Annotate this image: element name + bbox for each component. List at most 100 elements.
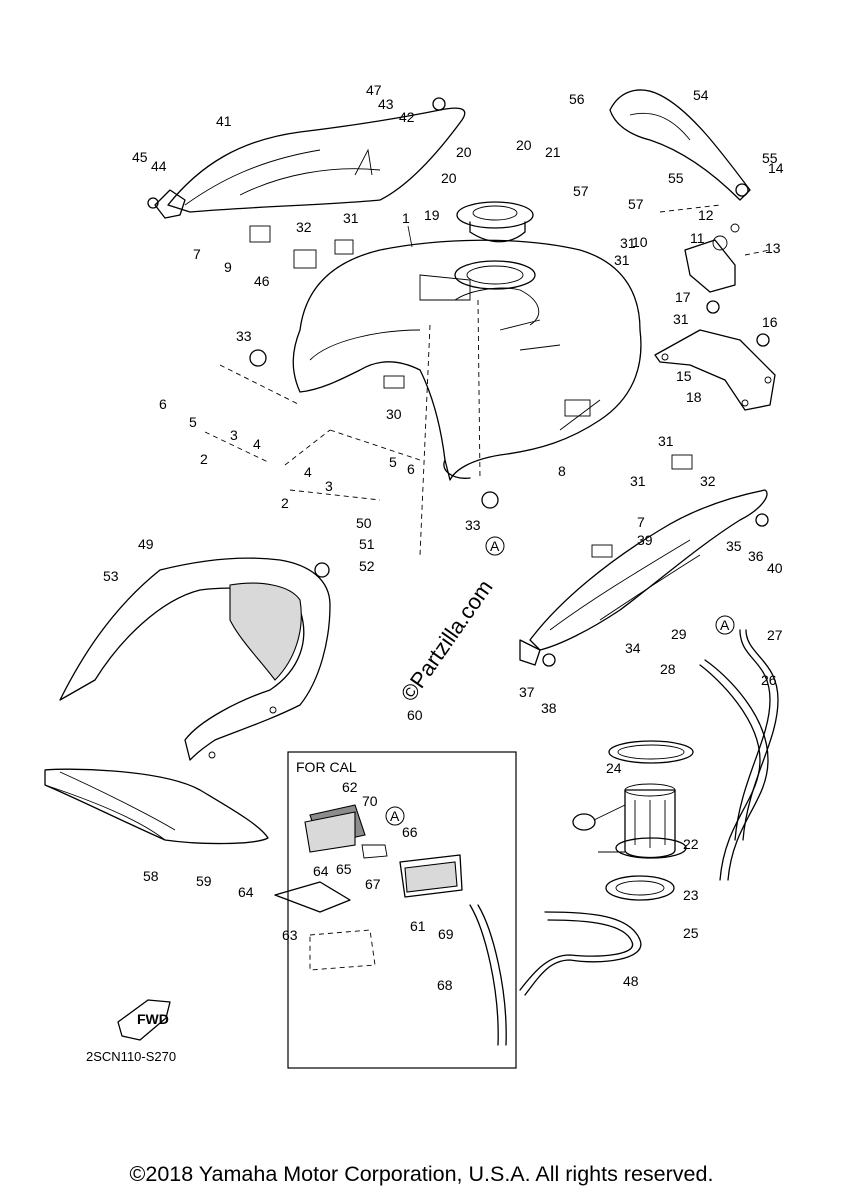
part-label-38: 38 bbox=[541, 700, 557, 716]
part-label-57a: 57 bbox=[573, 183, 589, 199]
fuel-hoses bbox=[469, 629, 779, 1046]
watermark: ©Partzilla.com bbox=[396, 575, 498, 706]
part-label-15: 15 bbox=[676, 368, 692, 384]
side-panel bbox=[44, 768, 269, 845]
right-tank-cover bbox=[519, 489, 768, 666]
fuel-cap bbox=[456, 201, 534, 243]
part-label-29: 29 bbox=[671, 626, 687, 642]
part-label-22: 22 bbox=[683, 836, 699, 852]
lock-assembly bbox=[684, 223, 740, 293]
part-label-62: 62 bbox=[342, 779, 358, 795]
tank-top-cover bbox=[609, 89, 751, 201]
part-label-48: 48 bbox=[623, 973, 639, 989]
part-label-31f: 31 bbox=[630, 473, 646, 489]
part-label-4a: 4 bbox=[253, 436, 261, 452]
diagram-code: 2SCN110-S270 bbox=[86, 1049, 176, 1064]
callout-a-markers: A A A bbox=[385, 536, 735, 826]
part-label-20c: 20 bbox=[441, 170, 457, 186]
part-label-58: 58 bbox=[143, 868, 159, 884]
part-label-55a: 55 bbox=[762, 150, 778, 166]
part-label-32b: 32 bbox=[700, 473, 716, 489]
part-label-63: 63 bbox=[282, 927, 298, 943]
part-label-34: 34 bbox=[625, 640, 641, 656]
part-label-36: 36 bbox=[748, 548, 764, 564]
part-label-20b: 20 bbox=[516, 137, 532, 153]
canister-parts bbox=[274, 751, 517, 1069]
part-label-31e: 31 bbox=[658, 433, 674, 449]
part-label-41: 41 bbox=[216, 113, 232, 129]
part-label-56: 56 bbox=[569, 91, 585, 107]
part-label-20a: 20 bbox=[456, 144, 472, 160]
for-cal-title: FOR CAL bbox=[296, 759, 357, 775]
fwd-label: FWD bbox=[137, 1011, 169, 1027]
fuel-tank bbox=[292, 239, 642, 481]
part-label-7a: 7 bbox=[193, 246, 201, 262]
part-label-31a: 31 bbox=[343, 210, 359, 226]
part-label-32a: 32 bbox=[296, 219, 312, 235]
part-label-50: 50 bbox=[356, 515, 372, 531]
part-label-5a: 5 bbox=[189, 414, 197, 430]
part-label-7b: 7 bbox=[637, 514, 645, 530]
part-label-64a: 64 bbox=[238, 884, 254, 900]
part-label-30: 30 bbox=[386, 406, 402, 422]
callout-a-1: A bbox=[490, 538, 500, 554]
part-label-4b: 4 bbox=[304, 464, 312, 480]
hardware-fasteners bbox=[147, 97, 770, 667]
part-label-11: 11 bbox=[690, 230, 705, 246]
part-label-57b: 57 bbox=[628, 196, 644, 212]
part-label-33b: 33 bbox=[465, 517, 481, 533]
part-label-21: 21 bbox=[545, 144, 561, 160]
part-label-69: 69 bbox=[438, 926, 454, 942]
mount-bracket bbox=[654, 329, 776, 411]
part-label-2b: 2 bbox=[281, 495, 289, 511]
part-label-53: 53 bbox=[103, 568, 119, 584]
part-label-70: 70 bbox=[362, 793, 378, 809]
part-label-1: 1 bbox=[402, 210, 410, 226]
part-label-25: 25 bbox=[683, 925, 699, 941]
part-label-16: 16 bbox=[762, 314, 778, 330]
part-label-61: 61 bbox=[410, 918, 426, 934]
part-label-64b: 64 bbox=[313, 863, 329, 879]
part-label-37: 37 bbox=[519, 684, 535, 700]
part-label-33a: 33 bbox=[236, 328, 252, 344]
part-label-46: 46 bbox=[254, 273, 270, 289]
pump-plate bbox=[605, 875, 675, 901]
part-label-54: 54 bbox=[693, 87, 709, 103]
part-label-65: 65 bbox=[336, 861, 352, 877]
part-label-6b: 6 bbox=[407, 461, 415, 477]
part-label-31b: 31 bbox=[620, 235, 636, 251]
part-label-45: 45 bbox=[132, 149, 148, 165]
part-label-24: 24 bbox=[606, 760, 622, 776]
part-label-18: 18 bbox=[686, 389, 702, 405]
part-label-5b: 5 bbox=[389, 454, 397, 470]
part-label-14: 14 bbox=[768, 160, 784, 176]
part-label-35: 35 bbox=[726, 538, 742, 554]
part-label-66: 66 bbox=[402, 824, 418, 840]
part-label-39: 39 bbox=[637, 532, 653, 548]
copyright-notice: ©2018 Yamaha Motor Corporation, U.S.A. A… bbox=[129, 1162, 714, 1186]
part-label-17: 17 bbox=[675, 289, 691, 305]
part-label-42: 42 bbox=[399, 109, 415, 125]
part-label-26: 26 bbox=[761, 672, 777, 688]
forward-arrow: FWD bbox=[117, 999, 171, 1041]
reference-lines bbox=[204, 204, 771, 556]
part-label-40: 40 bbox=[767, 560, 783, 576]
part-label-13: 13 bbox=[765, 240, 781, 256]
part-label-23: 23 bbox=[683, 887, 699, 903]
callout-a-3: A bbox=[390, 808, 400, 824]
tank-front-fairing bbox=[59, 557, 331, 761]
part-label-51: 51 bbox=[359, 536, 375, 552]
left-tank-cover bbox=[154, 107, 466, 219]
part-label-59: 59 bbox=[196, 873, 212, 889]
part-label-47: 47 bbox=[366, 82, 382, 98]
part-label-60: 60 bbox=[407, 707, 423, 723]
part-label-68: 68 bbox=[437, 977, 453, 993]
part-label-9: 9 bbox=[224, 259, 232, 275]
fuel-pump bbox=[572, 740, 694, 859]
callout-a-2: A bbox=[720, 617, 730, 633]
part-label-67: 67 bbox=[365, 876, 381, 892]
part-label-3a: 3 bbox=[230, 427, 238, 443]
part-label-43: 43 bbox=[378, 96, 394, 112]
part-label-31d: 31 bbox=[673, 311, 689, 327]
part-label-10: 10 bbox=[632, 234, 648, 250]
